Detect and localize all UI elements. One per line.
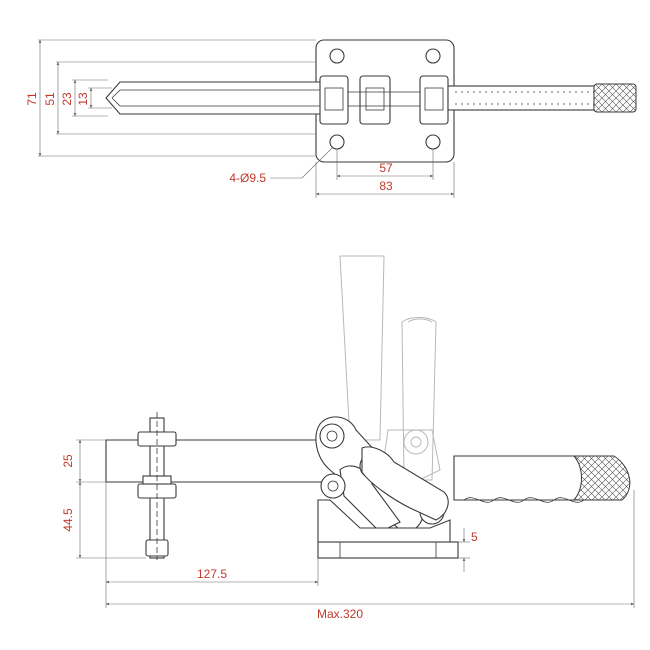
mounting-hole [425,48,441,64]
dim-base-width: 83 [379,179,393,193]
dim-hole-spec: 4-Ø9.5 [229,171,266,185]
side-handle-grip [572,455,631,501]
top-handle-shaft [447,85,595,111]
open-position-ghost [339,255,441,501]
mounting-hole [329,48,345,64]
side-handle-arm [361,446,449,521]
dim-bar-height: 23 [60,92,74,106]
dim-arm-reach: 127.5 [197,567,227,581]
dim-max-length: Max.320 [317,607,363,621]
dim-inner-height: 51 [43,92,57,106]
side-handle-shaft [453,455,599,501]
side-vertical-dimensions: 25 44.5 5 [61,439,478,572]
dim-arm-height: 25 [61,454,75,468]
dim-base-offset: 5 [471,530,478,544]
top-clamp-arm [105,81,327,115]
pivot-block [419,75,449,125]
pivot-block [319,75,349,125]
pivot-block [359,75,391,125]
mounting-hole [425,134,441,150]
top-view: 71 51 23 13 4-Ø9.5 57 83 [25,39,637,198]
side-view: 25 44.5 5 127.5 Max.320 [61,255,635,621]
top-handle-grip [593,83,637,113]
hole-callout: 4-Ø9.5 [229,146,334,185]
top-vertical-dimensions: 71 51 23 13 [25,39,316,157]
dim-overall-height: 71 [25,92,39,106]
dim-tip-height: 13 [76,92,90,106]
dim-spindle-height: 44.5 [61,508,75,532]
side-horizontal-dimensions: 127.5 Max.320 [105,482,635,621]
side-base-plate [317,541,459,559]
top-horizontal-dimensions: 57 83 [315,149,455,198]
pivot-pin [319,423,345,449]
pivot-pin [320,473,346,499]
dim-hole-spacing: 57 [379,161,393,175]
mounting-hole [329,134,345,150]
